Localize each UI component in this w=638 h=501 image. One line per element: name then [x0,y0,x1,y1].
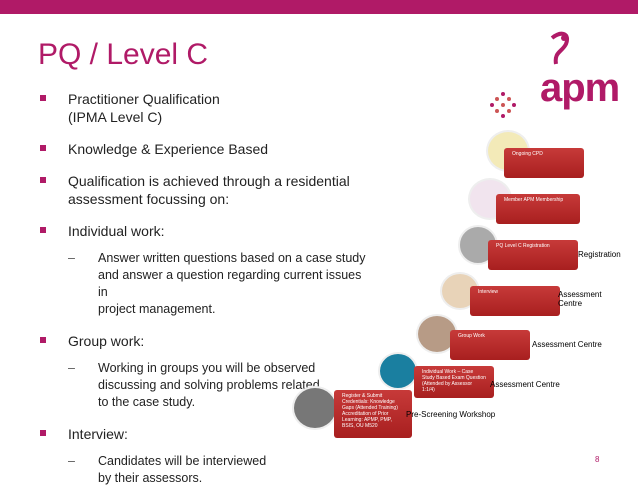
bullet-text: (IPMA Level C) [68,109,163,125]
process-staircase: Ongoing CPD Member APM Membership PQ Lev… [290,90,638,450]
sub-bullet: – Working in groups you will be observed… [38,360,368,411]
bullet-item: Group work: [38,332,368,350]
bullet-text: Practitioner Qualification [68,91,220,107]
heron-icon [550,31,569,65]
bullet-item: Knowledge & Experience Based [38,140,368,158]
logo-text: apm [540,66,620,110]
sub-text: Answer written questions based on a case… [98,251,366,265]
page-number: 8 [595,455,600,464]
label-assessment-centre: Assessment Centre [490,380,560,389]
bullet-text: assessment focussing on: [68,191,230,207]
sparkle-icon [490,92,516,118]
bullet-text: Individual work: [68,223,165,239]
bullet-square-icon [40,337,46,343]
bullet-text: Interview: [68,426,128,442]
step-group-work: Group Work [450,330,530,360]
apm-logo: apm [522,30,622,110]
sub-text: to the case study. [98,395,196,409]
sub-text: discussing and solving problems related [98,378,320,392]
bullet-square-icon [40,177,46,183]
label-assessment-centre: Centre [558,299,583,308]
label-registration: Registration [578,250,621,259]
step-prescreening: Register & Submit Credentials: Knowledge… [334,390,412,438]
step-pq-registration: PQ Level C Registration [488,240,578,270]
bullet-list: Practitioner Qualification (IPMA Level C… [38,90,368,501]
bullet-square-icon [40,227,46,233]
label-assessment-centre: Assessment [558,290,602,299]
sub-bullet: – Answer written questions based on a ca… [38,250,368,318]
pen-icon [378,352,418,390]
bullet-text: Knowledge & Experience Based [68,141,269,157]
sub-bullet: – Candidates will be interviewed by thei… [38,453,368,487]
top-bar [0,0,638,14]
step-member: Member APM Membership [496,194,580,224]
label-prescreening-workshop: Pre-Screening Workshop [406,410,496,419]
sub-text: project management. [98,302,216,316]
bullet-item: Qualification is achieved through a resi… [38,172,368,208]
step-individual-work: Individual Work – Case Study Based Exam … [414,366,494,398]
bullet-text: Group work: [68,333,145,349]
dash-icon: – [68,251,75,265]
dash-icon: – [68,361,75,375]
bullet-item: Practitioner Qualification (IPMA Level C… [38,90,368,126]
meeting-icon [292,386,338,430]
sub-text: and answer a question regarding current … [98,268,362,299]
dash-icon: – [68,454,75,468]
bullet-square-icon [40,95,46,101]
bullet-item: Interview: [38,425,368,443]
step-ongoing-cpd: Ongoing CPD [504,148,584,178]
bullet-text: Qualification is achieved through a resi… [68,173,350,189]
sub-text: Working in groups you will be observed [98,361,316,375]
bullet-square-icon [40,430,46,436]
bullet-square-icon [40,145,46,151]
sub-text: Candidates will be interviewed [98,454,267,468]
step-interview: Interview [470,286,560,316]
slide-title: PQ / Level C [38,38,209,71]
bullet-item: Individual work: [38,222,368,240]
label-assessment-centre: Assessment Centre [532,340,602,349]
